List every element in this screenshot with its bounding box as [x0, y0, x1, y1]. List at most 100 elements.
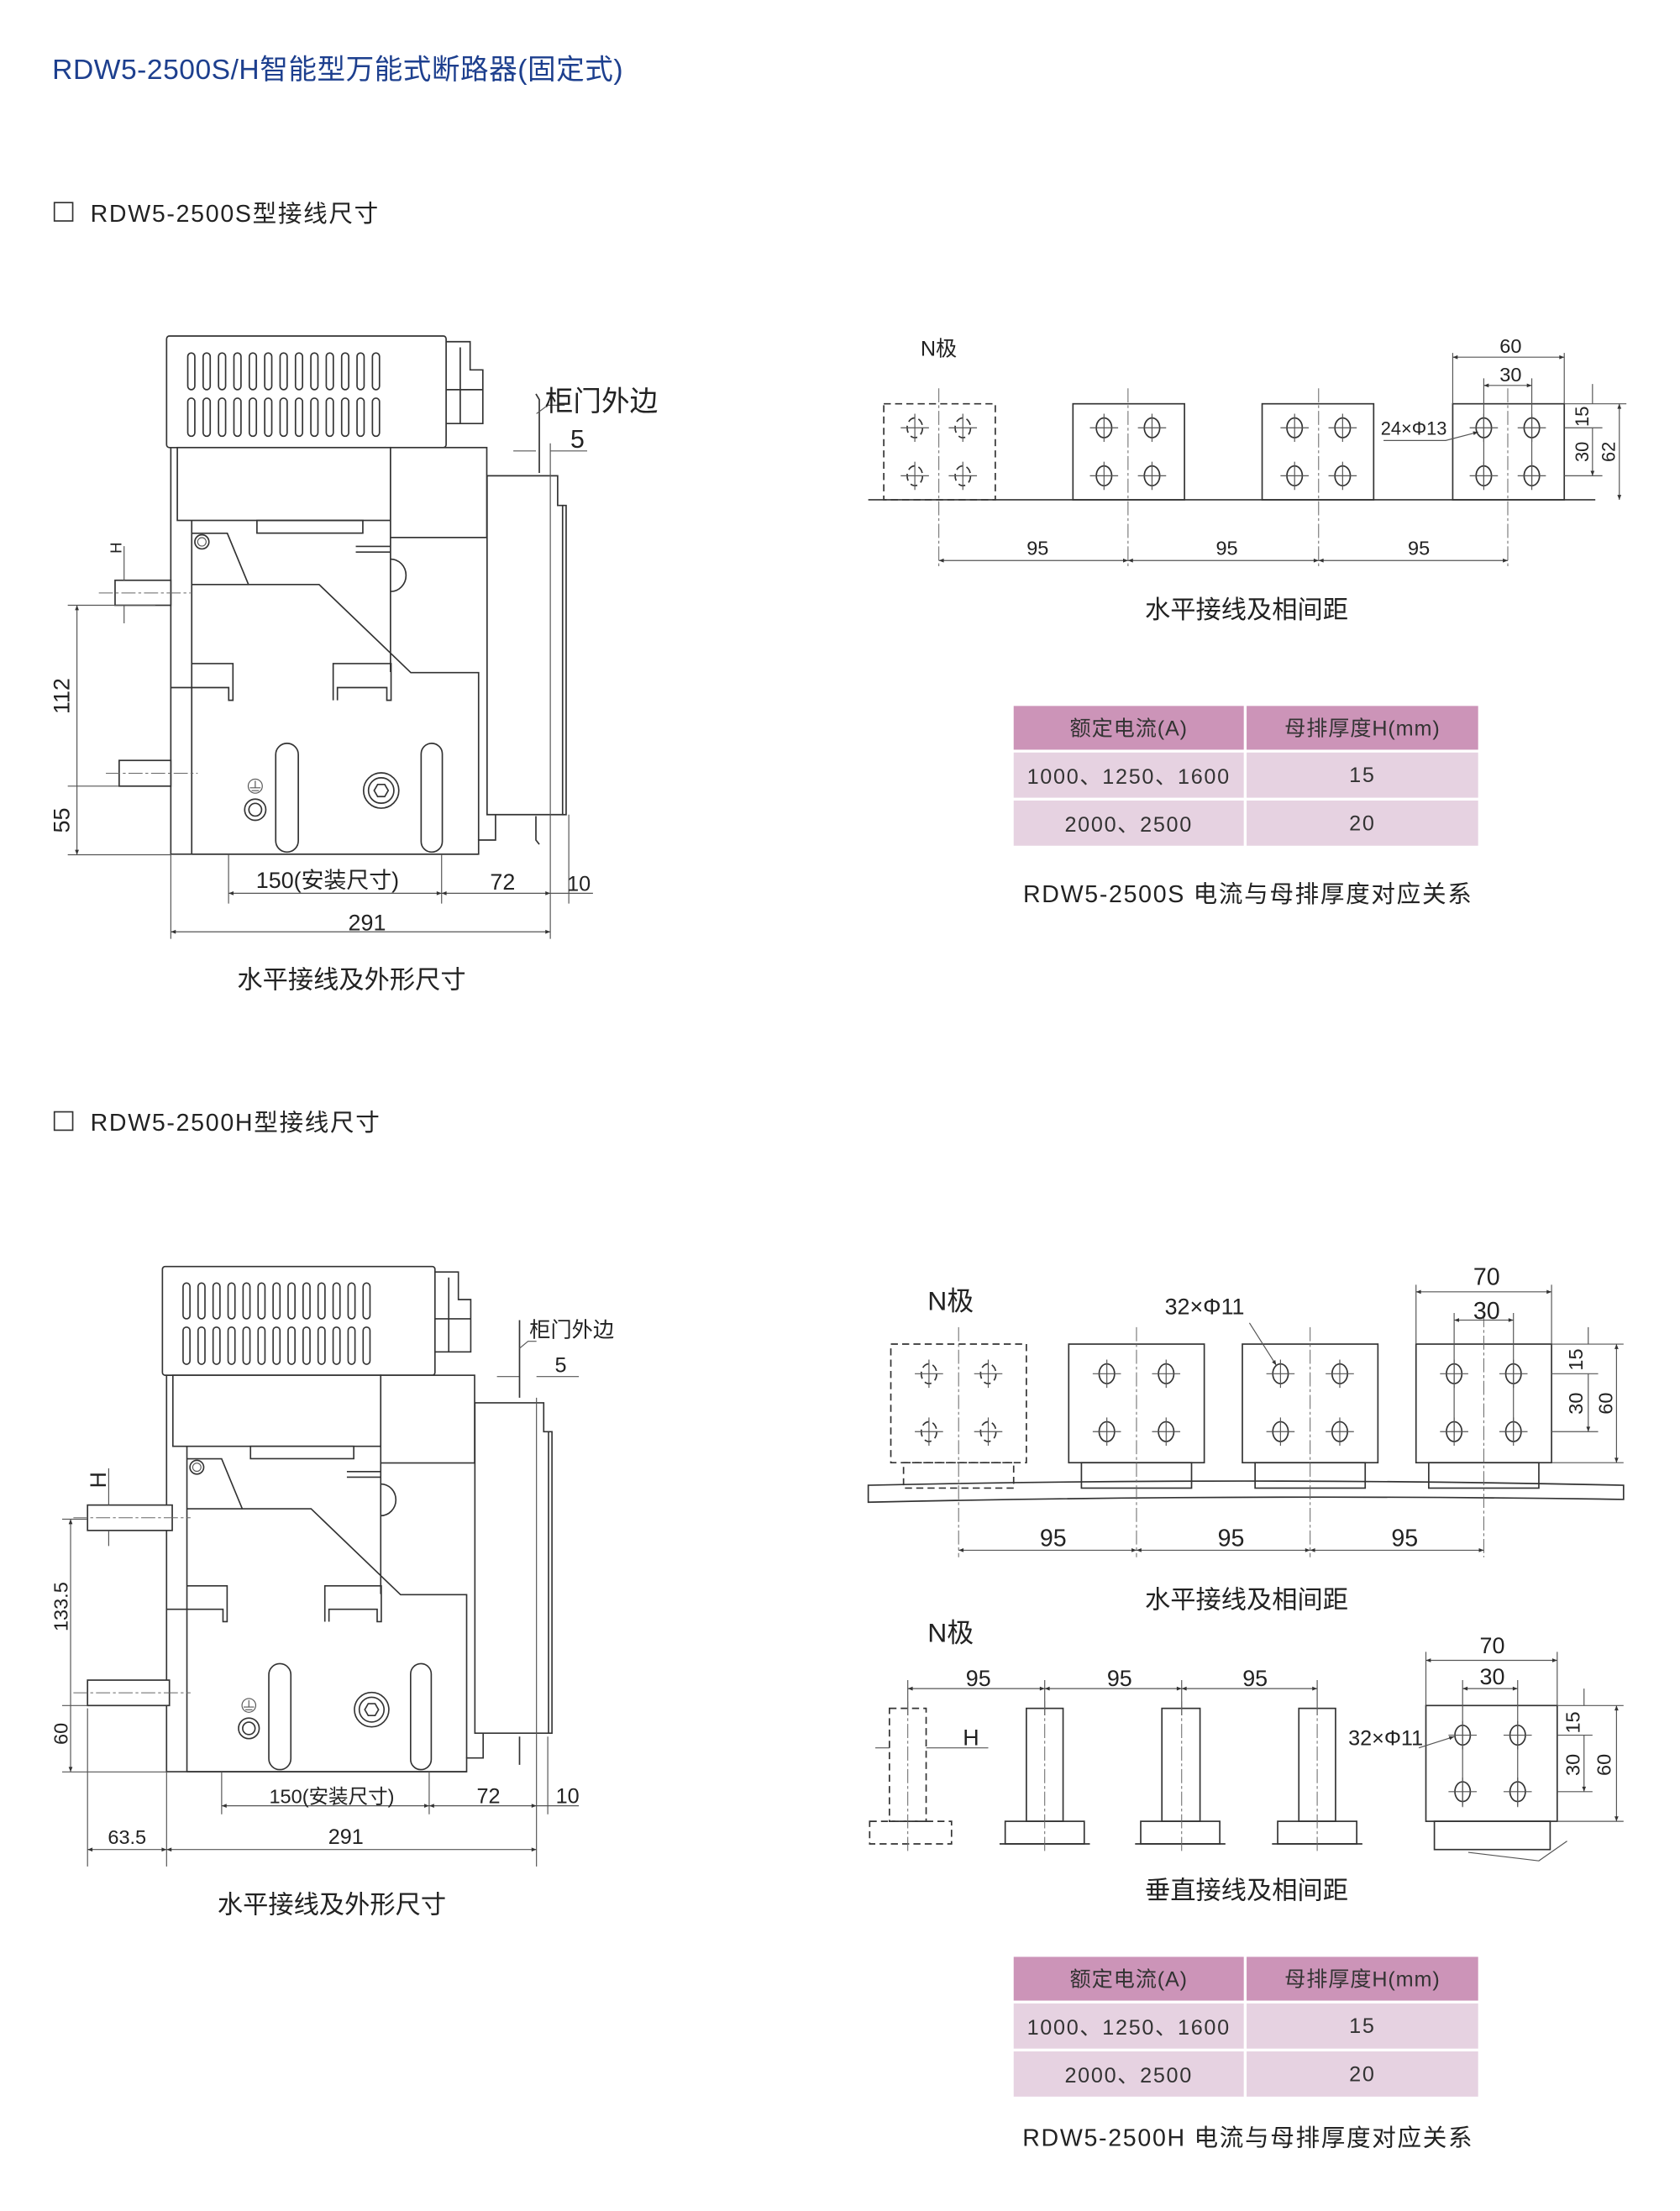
phase-spacing-dim: 95 — [1026, 538, 1048, 559]
section-heading-label: RDW5-2500H型接线尺寸 — [90, 1110, 381, 1137]
phase-spacing-dim: 95 — [1215, 538, 1237, 559]
busbar-caption: 水平接线及相间距 — [1145, 1585, 1348, 1614]
dim-291: 291 — [328, 1825, 364, 1849]
hole-count-label: 24×Φ13 — [1381, 418, 1447, 439]
door-edge-label: 柜门外边 — [545, 386, 658, 418]
outline-caption: 水平接线及外形尺寸 — [218, 1890, 446, 1919]
phase-spacing-dim: 95 — [1408, 538, 1430, 559]
dim-112: 112 — [49, 678, 74, 714]
busbar-height-dim: 60 — [1593, 1754, 1615, 1776]
top-offset-dim: 15 — [1562, 1711, 1584, 1733]
busbar-terminal-face — [1425, 1704, 1558, 1822]
phase-spacing-dim: 95 — [1040, 1525, 1067, 1552]
column-header: 额定电流(A) — [1013, 1956, 1244, 2001]
section-heading-s: RDW5-2500S型接线尺寸 — [53, 193, 380, 228]
phase-spacing-dim: 95 — [1391, 1525, 1418, 1552]
dim-10: 10 — [567, 873, 591, 896]
vertical-pitch-dim: 30 — [1562, 1754, 1584, 1776]
dimension-lines — [67, 393, 593, 939]
busbar-height-dim: 60 — [1594, 1393, 1616, 1415]
dim-72: 72 — [490, 869, 515, 895]
table-row: 2000、2500 20 — [1013, 2051, 1478, 2097]
current-thickness-table-s: 额定电流(A) 母排厚度H(mm) 1000、1250、1600 15 2000… — [1011, 703, 1481, 848]
busbar-thickness-label: H — [963, 1725, 979, 1750]
table-caption: RDW5-2500H 电流与母排厚度对应关系 — [1022, 2124, 1474, 2152]
dim-63-5: 63.5 — [108, 1826, 146, 1848]
table-row: 1000、1250、1600 15 — [1013, 2003, 1478, 2049]
vertical-pitch-dim: 30 — [1565, 1393, 1587, 1415]
section-heading-h: RDW5-2500H型接线尺寸 — [53, 1103, 381, 1138]
dimension-lines — [61, 1320, 580, 1867]
table-row: 1000、1250、1600 15 — [1013, 752, 1478, 798]
busbar-caption: 水平接线及相间距 — [1145, 596, 1348, 624]
busbar-width-dim: 70 — [1473, 1263, 1500, 1290]
busbar-horizontal-h: N极 95 95 95 70 30 15 — [867, 1263, 1625, 1614]
phase-spacing-dim: 95 — [1107, 1666, 1132, 1691]
dim-60: 60 — [50, 1723, 72, 1745]
dim-72: 72 — [476, 1784, 500, 1808]
hole-count-label: 32×Φ11 — [1348, 1726, 1423, 1750]
rated-current-cell: 1000、1250、1600 — [1013, 2003, 1244, 2049]
busbar-terminals — [98, 579, 198, 787]
section-heading-label: RDW5-2500S型接线尺寸 — [90, 200, 380, 228]
busbar-height-dim: 62 — [1599, 442, 1620, 462]
thickness-cell: 20 — [1247, 800, 1478, 846]
hole-pitch-dim: 30 — [1473, 1298, 1500, 1325]
vertical-pitch-dim: 30 — [1572, 442, 1593, 462]
current-thickness-table-h: 额定电流(A) 母排厚度H(mm) 1000、1250、1600 15 2000… — [1011, 1954, 1481, 2099]
hole-pitch-dim: 30 — [1480, 1664, 1505, 1689]
busbar-terminals — [73, 1504, 191, 1707]
door-edge-label: 柜门外边 — [529, 1319, 614, 1342]
checkbox-icon — [53, 1110, 74, 1131]
table-header-row: 额定电流(A) 母排厚度H(mm) — [1013, 706, 1478, 750]
busbar-thickness-label: H — [86, 1472, 111, 1488]
table-caption: RDW5-2500S 电流与母排厚度对应关系 — [1022, 880, 1473, 908]
phase-spacing-dim: 95 — [966, 1666, 991, 1691]
checkbox-icon — [53, 201, 74, 222]
thickness-cell: 15 — [1247, 2003, 1478, 2049]
column-header: 母排厚度H(mm) — [1247, 706, 1478, 750]
dim-291: 291 — [349, 911, 386, 936]
table-row: 2000、2500 20 — [1013, 800, 1478, 846]
thickness-cell: 20 — [1247, 2051, 1478, 2097]
breaker-outline-h: 柜门外边 5 H 133.5 60 150(安装尺寸) 72 10 291 63… — [50, 1265, 614, 1919]
n-pole-label: N极 — [927, 1618, 974, 1648]
breaker-body-drawing — [161, 1265, 553, 1772]
door-gap-dim: 5 — [555, 1354, 567, 1378]
thickness-cell: 15 — [1247, 752, 1478, 798]
table-header-row: 额定电流(A) 母排厚度H(mm) — [1013, 1956, 1478, 2001]
top-offset-dim: 15 — [1565, 1348, 1587, 1370]
rated-current-cell: 2000、2500 — [1013, 800, 1244, 846]
busbar-width-dim: 70 — [1480, 1633, 1505, 1658]
column-header: 额定电流(A) — [1013, 706, 1244, 750]
busbar-width-dim: 60 — [1499, 335, 1521, 357]
n-pole-label: N极 — [927, 1286, 974, 1316]
hole-pitch-dim: 30 — [1499, 364, 1521, 386]
rated-current-cell: 2000、2500 — [1013, 2051, 1244, 2097]
top-offset-dim: 15 — [1572, 407, 1593, 427]
phase-spacing-dim: 95 — [1218, 1525, 1245, 1552]
page-title: RDW5-2500S/H智能型万能式断路器(固定式) — [52, 55, 624, 87]
busbar-horizontal-s: N极 95 95 95 60 30 15 30 62 24×Φ13 — [868, 335, 1627, 624]
n-pole-label: N极 — [921, 338, 957, 361]
breaker-outline-s: 柜门外边 5 H 112 55 150(安装尺寸) 72 10 291 水平接线… — [49, 335, 658, 994]
busbar-thickness-label: H — [108, 542, 125, 553]
busbar-phase — [1161, 1707, 1201, 1822]
dim-150-mounting: 150(安装尺寸) — [256, 868, 399, 893]
outline-caption: 水平接线及外形尺寸 — [237, 965, 465, 994]
hole-count-label: 32×Φ11 — [1165, 1295, 1245, 1320]
column-header: 母排厚度H(mm) — [1247, 1956, 1478, 2001]
phase-spacing-dim: 95 — [1242, 1666, 1268, 1691]
door-gap-dim: 5 — [570, 426, 585, 454]
n-pole-busbar — [883, 402, 996, 501]
busbar-phase — [1072, 402, 1185, 501]
rated-current-cell: 1000、1250、1600 — [1013, 752, 1244, 798]
breaker-body-drawing — [165, 335, 567, 855]
dim-133-5: 133.5 — [50, 1582, 72, 1631]
busbar-caption: 垂直接线及相间距 — [1145, 1877, 1348, 1905]
busbar-vertical-h: N极 95 95 95 H 70 — [869, 1618, 1624, 1905]
dim-55: 55 — [49, 808, 74, 833]
busbar-phase — [1452, 402, 1566, 501]
